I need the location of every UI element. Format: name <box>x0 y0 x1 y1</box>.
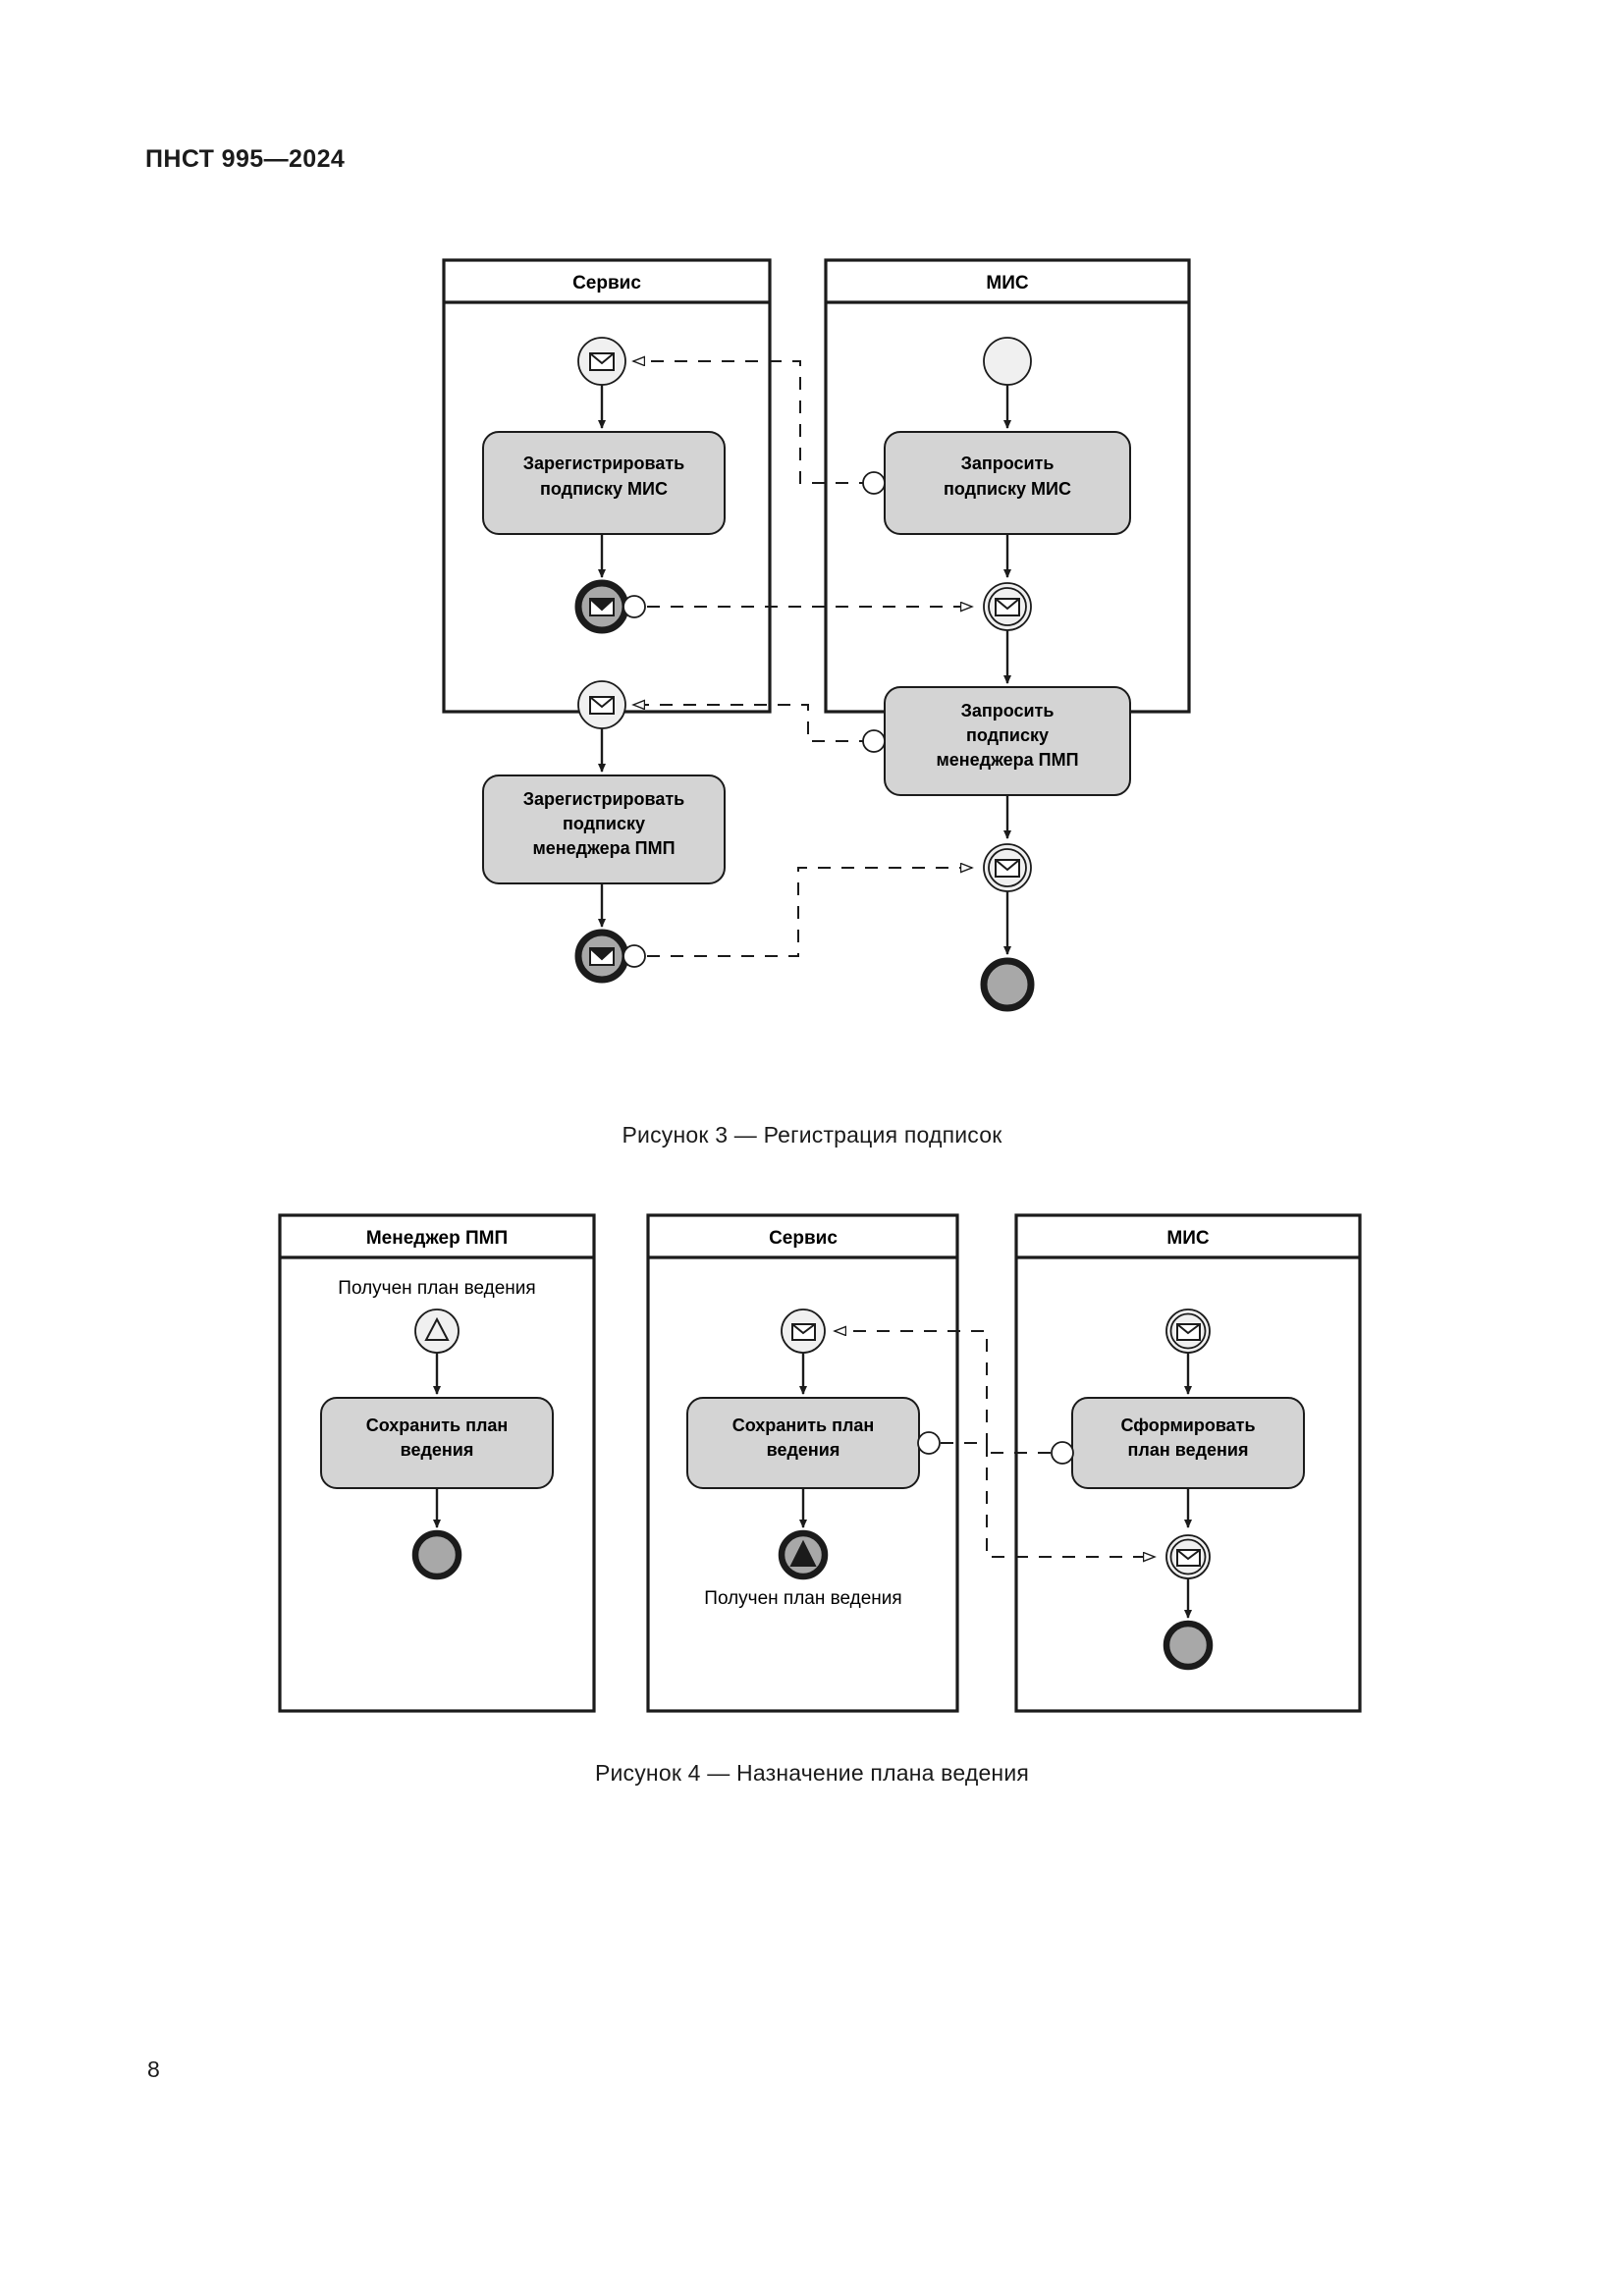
task-label-line2: подписку <box>966 725 1049 745</box>
task-label-line2: план ведения <box>1128 1440 1249 1460</box>
pool-label-mis: МИС <box>986 273 1028 294</box>
message-end-event-send-mis <box>574 579 629 634</box>
document-header-standard-number: ПНСТ 995—2024 <box>145 145 346 173</box>
message-intermediate-catch-event-mis-careplan-2 <box>1165 1534 1211 1579</box>
task-generate-careplan-mis: Сформировать план ведения <box>1071 1397 1305 1489</box>
message-flow-request-mis-to-service <box>633 361 886 495</box>
task-label-line3: менеджера ПМП <box>532 838 675 858</box>
figure-3-caption: Рисунок 3 — Регистрация подписок <box>622 1122 1002 1148</box>
task-label-line2: ведения <box>767 1440 840 1460</box>
signal-start-event-careplan-received <box>414 1308 460 1354</box>
pool-label-manager-pmp: Менеджер ПМП <box>366 1228 508 1249</box>
task-label-line1: Сохранить план <box>732 1415 875 1435</box>
message-end-event-send-pmp <box>574 929 629 984</box>
task-label-line3: менеджера ПМП <box>936 750 1078 770</box>
message-start-event-service-careplan <box>781 1308 826 1354</box>
message-flow-service-to-mis-careplan <box>941 1442 1155 1557</box>
signal-end-event-label: Получен план ведения <box>704 1588 901 1609</box>
figure-4-bpmn-diagram: Менеджер ПМП Сервис МИС Получен план вед… <box>278 1213 1362 1713</box>
task-label-line2: подписку <box>563 814 645 833</box>
task-label-line1: Запросить <box>961 454 1055 473</box>
signal-start-event-label: Получен план ведения <box>338 1278 535 1299</box>
message-intermediate-catch-event-mis-1 <box>983 582 1032 631</box>
task-label-line1: Запросить <box>961 701 1055 721</box>
figure-4-caption: Рисунок 4 — Назначение плана ведения <box>594 1760 1030 1786</box>
message-flow-request-pmp-to-service <box>633 705 886 753</box>
message-flow-mis-to-service-careplan <box>835 1331 1051 1454</box>
signal-end-event-careplan-received <box>778 1529 829 1580</box>
message-intermediate-catch-event-mis-2 <box>983 843 1032 892</box>
task-label-line1: Зарегистрировать <box>523 454 684 473</box>
message-start-event-register-pmp <box>577 680 626 729</box>
message-intermediate-catch-event-mis-careplan-1 <box>1165 1308 1211 1354</box>
task-label-line1: Зарегистрировать <box>523 789 684 809</box>
end-event-manager-pmp <box>411 1529 462 1580</box>
message-flow-service-to-mis-2 <box>647 868 972 957</box>
task-label-line2: ведения <box>401 1440 474 1460</box>
task-label-line2: подписку МИС <box>944 479 1071 499</box>
message-start-event-register-mis <box>577 337 626 386</box>
pool-label-servis: Сервис <box>572 273 641 294</box>
figure-3-bpmn-diagram: Сервис МИС Зарегистрировать подписку МИС <box>0 0 1624 1099</box>
page-number: 8 <box>147 2056 160 2082</box>
task-register-mis-subscription: Зарегистрировать подписку МИС <box>482 431 726 535</box>
task-label-line2: подписку МИС <box>540 479 668 499</box>
task-save-careplan-manager: Сохранить план ведения <box>320 1397 554 1489</box>
pool-label-mis: МИС <box>1166 1228 1209 1249</box>
end-event-mis-careplan <box>1163 1620 1214 1671</box>
task-label-line1: Сохранить план <box>366 1415 509 1435</box>
end-event-mis <box>980 957 1035 1012</box>
pool-label-servis: Сервис <box>769 1228 838 1249</box>
task-label-line1: Сформировать <box>1120 1415 1255 1435</box>
task-request-pmp-manager-subscription: Запросить подписку менеджера ПМП <box>884 686 1131 796</box>
task-register-pmp-manager-subscription: Зарегистрировать подписку менеджера ПМП <box>482 774 726 884</box>
task-save-careplan-service: Сохранить план ведения <box>686 1397 920 1489</box>
